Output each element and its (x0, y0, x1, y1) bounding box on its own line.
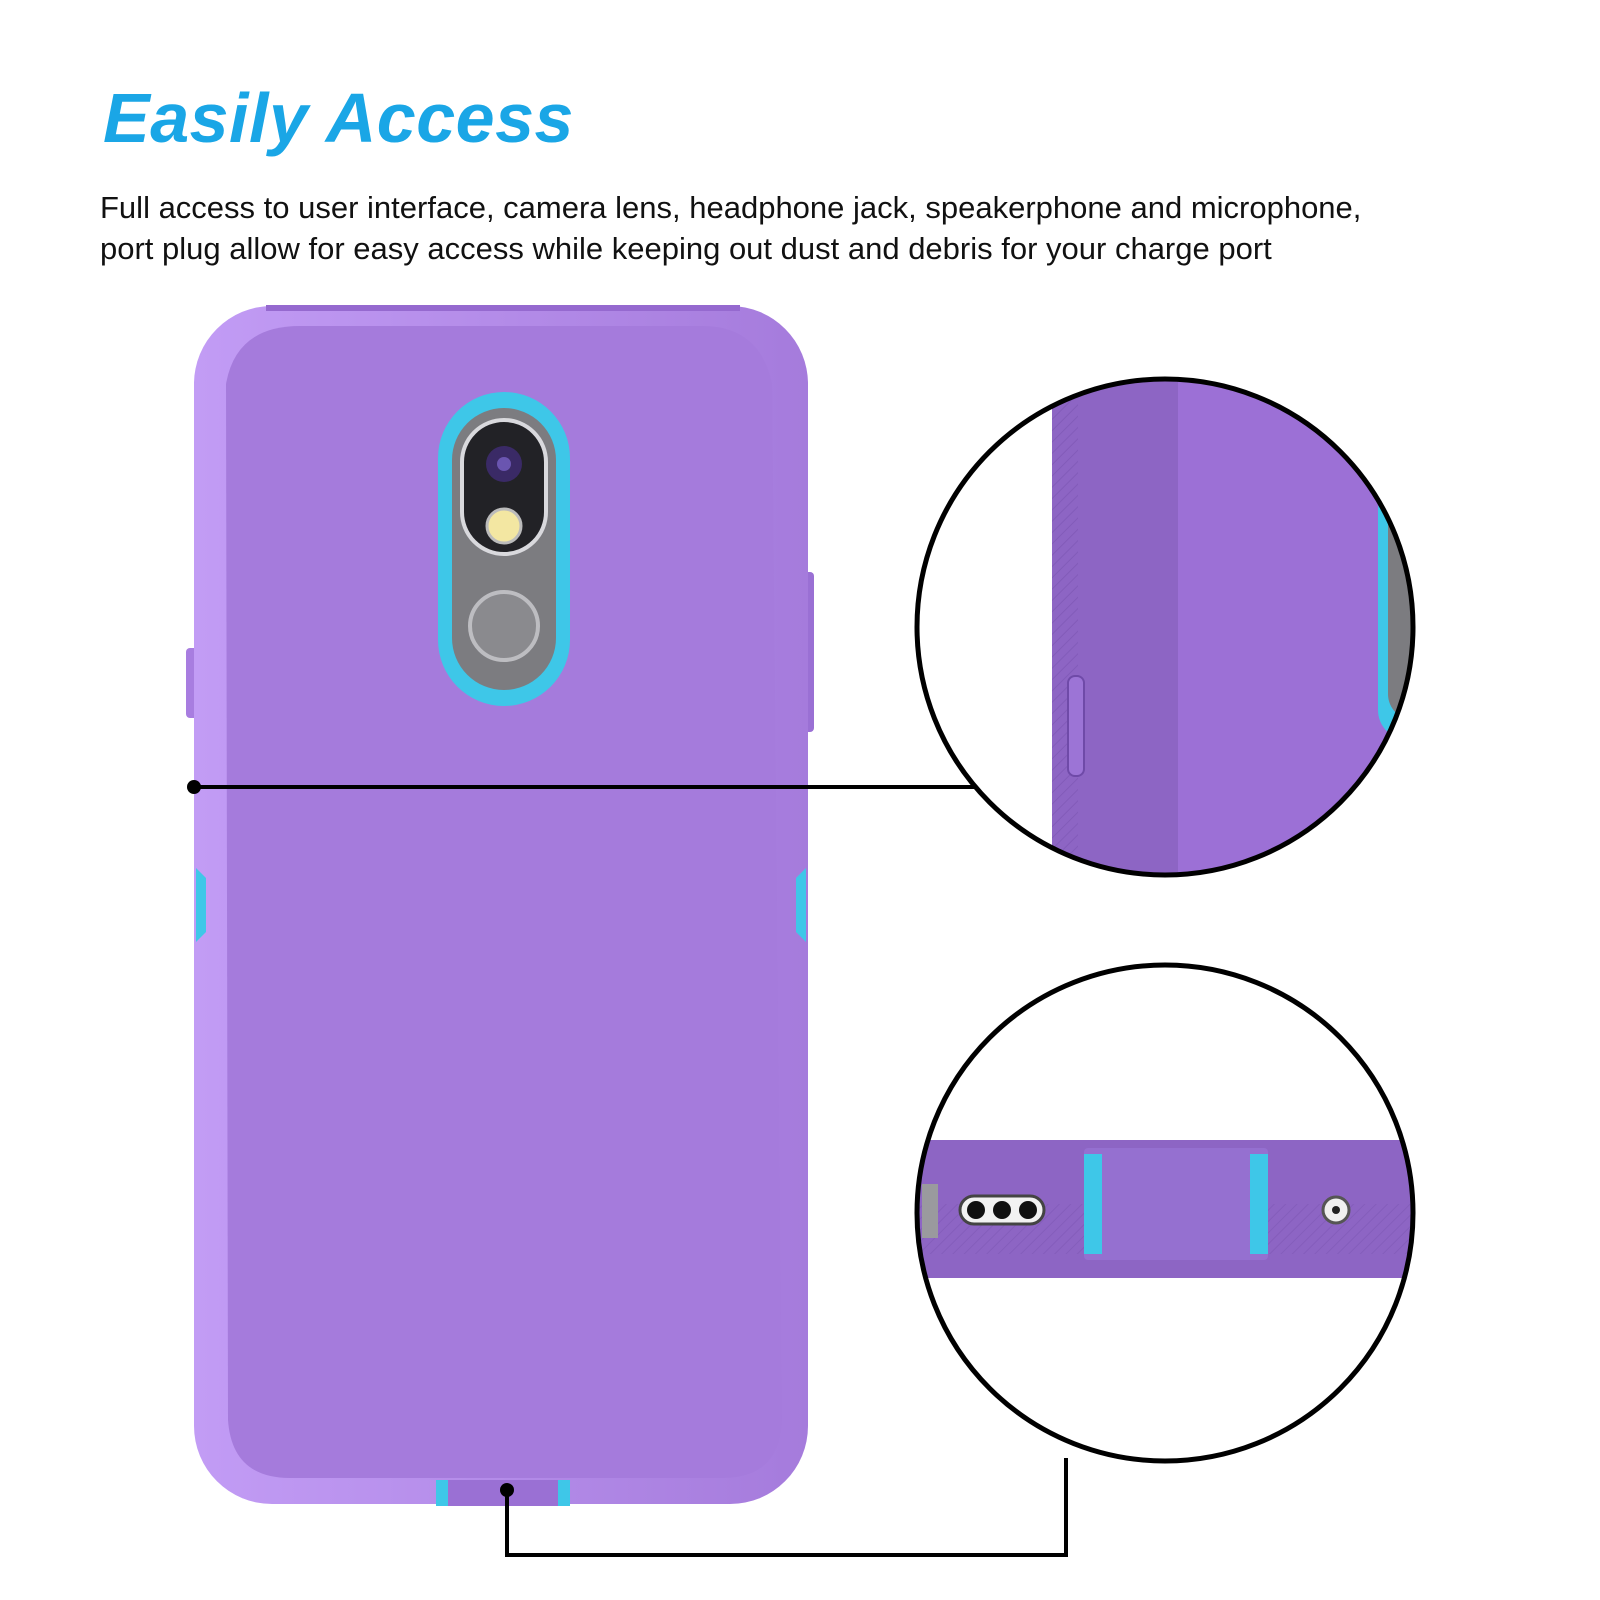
side-detail-magnifier (914, 376, 1416, 878)
port-plug-detail (1084, 1148, 1268, 1260)
side-button-detail (1067, 675, 1085, 777)
callout-line-bottom (505, 1458, 1068, 1557)
flash-icon (485, 507, 523, 545)
port-detail-magnifier (914, 962, 1416, 1464)
description-line-2: port plug allow for easy access while ke… (100, 231, 1272, 266)
description-line-1: Full access to user interface, camera le… (100, 190, 1362, 225)
headline: Easily Access (103, 79, 574, 157)
left-grip-accent (196, 868, 206, 942)
callout-lines (187, 780, 1068, 1557)
case-back-panel (226, 326, 782, 1478)
fingerprint-sensor (468, 590, 540, 662)
right-grip-accent (796, 868, 806, 942)
camera-lens-housing (460, 418, 548, 556)
description: Full access to user interface, camera le… (100, 187, 1540, 269)
phone-case (186, 305, 814, 1506)
